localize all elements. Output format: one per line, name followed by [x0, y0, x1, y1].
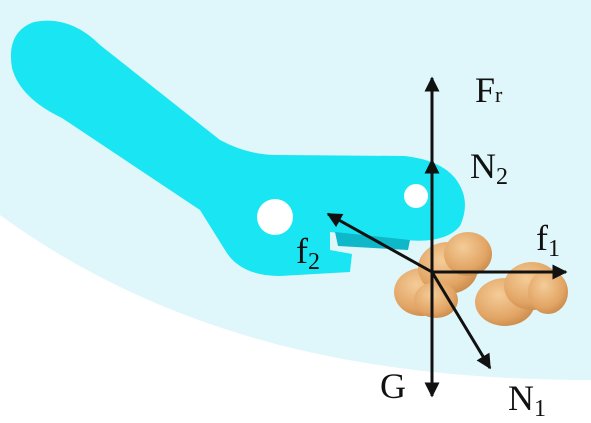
force-arrows	[326, 76, 568, 398]
label-Fr-main: F	[475, 70, 496, 110]
robot-arm	[10, 20, 465, 277]
label-N2: N2	[470, 146, 508, 189]
label-f2: f2	[296, 231, 320, 274]
label-f2-main: f	[296, 231, 308, 271]
label-G: G	[380, 368, 406, 404]
label-f1-sub: 1	[548, 236, 560, 262]
label-N1: N1	[508, 378, 546, 421]
label-f1: f1	[536, 218, 560, 261]
label-N1-main: N	[508, 378, 534, 418]
arm-hole-left	[257, 199, 293, 235]
label-N1-sub: 1	[534, 396, 546, 422]
label-N2-main: N	[470, 146, 496, 186]
arm-hole-right	[404, 184, 428, 208]
label-G-main: G	[380, 366, 406, 406]
arm-slot	[335, 232, 410, 250]
label-f1-main: f	[536, 218, 548, 258]
arrow-N1	[430, 271, 492, 370]
label-f2-sub: 2	[308, 249, 320, 275]
label-N2-sub: 2	[496, 164, 508, 190]
label-Fr: Fr	[475, 72, 502, 108]
label-Fr-sub: r	[495, 82, 503, 107]
arrow-f2	[326, 212, 433, 274]
